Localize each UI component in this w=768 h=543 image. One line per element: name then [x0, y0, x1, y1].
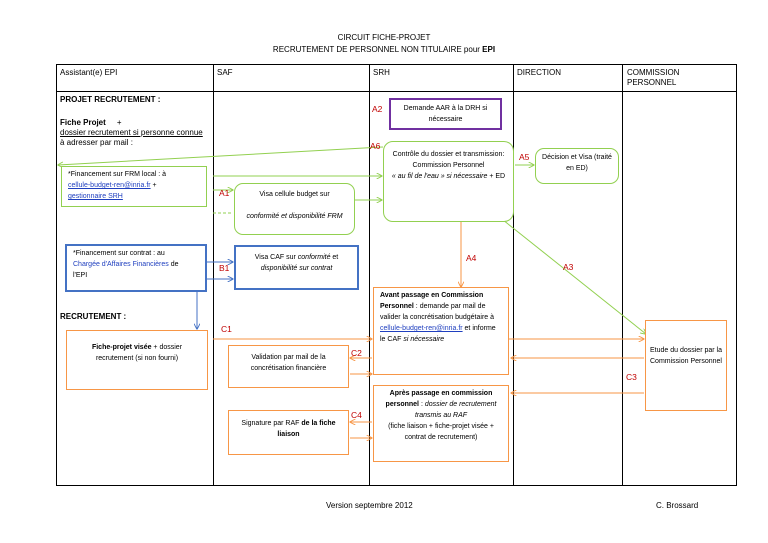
- signature-box: Signature par RAF de la fiche liaison: [228, 410, 349, 455]
- doc-title-line1: CIRCUIT FICHE-PROJET: [337, 33, 431, 42]
- code-a1: A1: [219, 188, 230, 198]
- code-a3: A3: [563, 262, 574, 272]
- code-b1: B1: [219, 263, 230, 273]
- avant-box: Avant passage en Commission Personnel : …: [373, 287, 509, 375]
- projet-heading: PROJET RECRUTEMENT :: [60, 95, 161, 104]
- decision-box: Décision et Visa (traité en ED): [535, 148, 619, 184]
- col-header-direction: DIRECTION: [517, 68, 561, 77]
- validation-box: Validation par mail de la concrétisation…: [228, 345, 349, 388]
- email-link-budget[interactable]: cellule-budget-ren@inria.fr: [68, 182, 151, 189]
- frm-local-box: *Financement sur FRM local : à cellule-b…: [61, 166, 207, 207]
- recrutement-heading: RECRUTEMENT :: [60, 312, 127, 321]
- visa-caf-box: Visa CAF sur conformité et disponibilité…: [234, 245, 359, 290]
- col-divider-2: [369, 64, 370, 486]
- col-header-srh: SRH: [373, 68, 390, 77]
- footer-version: Version septembre 2012: [326, 501, 413, 510]
- demande-aar-box: Demande AAR à la DRH si nécessaire: [389, 98, 502, 130]
- email-link-budget-2[interactable]: cellule-budget-ren@inria.fr: [380, 325, 463, 332]
- etude-box: Etude du dossier par la Commission Perso…: [645, 320, 727, 411]
- col-header-assistant: Assistant(e) EPI: [60, 68, 118, 77]
- fiche-projet-text: Fiche Projet + dossier recrutement si pe…: [60, 118, 203, 147]
- footer-author: C. Brossard: [656, 501, 699, 510]
- fiche-visee-box: Fiche-projet visée + dossier recrutement…: [66, 330, 208, 390]
- arrow-a3: [493, 212, 646, 334]
- code-c3: C3: [626, 372, 637, 382]
- visa-budget-box: Visa cellule budget sur conformité et di…: [234, 183, 355, 235]
- col-divider-1: [213, 64, 214, 486]
- arrow-a6: [58, 146, 384, 165]
- apres-box: Après passage en commission personnel : …: [373, 385, 509, 462]
- code-a2: A2: [372, 104, 383, 114]
- link-gestionnaire-srh[interactable]: gestionnaire SRH: [68, 193, 123, 200]
- link-caf[interactable]: Chargée d'Affaires Financières: [73, 261, 169, 268]
- code-a4: A4: [466, 253, 477, 263]
- code-c4: C4: [351, 410, 362, 420]
- code-a6: A6: [370, 141, 381, 151]
- code-c2: C2: [351, 348, 362, 358]
- swimlane-table: [56, 64, 737, 486]
- controle-box: Contrôle du dossier et transmission: Com…: [383, 141, 514, 222]
- contrat-box: *Financement sur contrat : au Chargée d'…: [65, 244, 207, 292]
- col-header-saf: SAF: [217, 68, 233, 77]
- code-a5: A5: [519, 152, 530, 162]
- header-separator: [56, 91, 737, 92]
- col-header-commission: COMMISSION PERSONNEL: [627, 68, 680, 87]
- doc-title-line2: RECRUTEMENT DE PERSONNEL NON TITULAIRE p…: [272, 45, 496, 54]
- code-c1: C1: [221, 324, 232, 334]
